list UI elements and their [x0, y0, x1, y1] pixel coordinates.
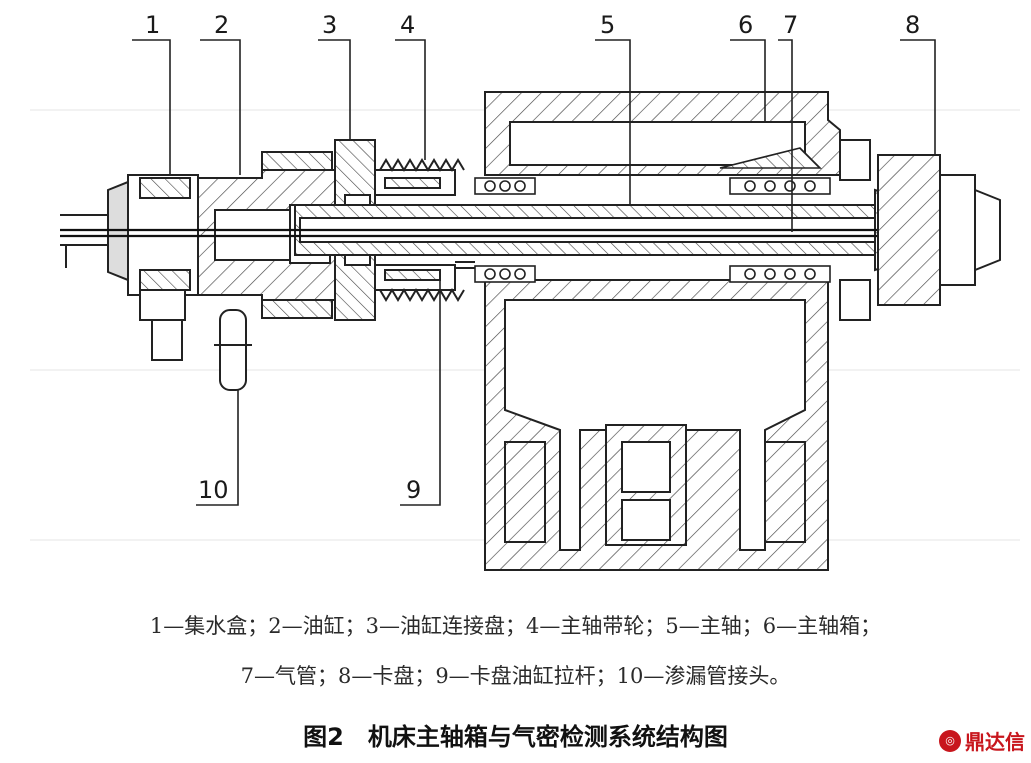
air-pipe — [60, 228, 980, 238]
water-collection-box — [60, 174, 199, 361]
callout-5: 5 — [600, 11, 615, 39]
legend-line-1: 1—集水盒；2—油缸；3—油缸连接盘；4—主轴带轮；5—主轴；6—主轴箱； — [149, 614, 882, 638]
callout-9: 9 — [406, 476, 421, 504]
callout-6: 6 — [738, 11, 753, 39]
figure-caption: 图2 机床主轴箱与气密检测系统结构图 — [303, 723, 728, 751]
watermark-text: 鼎达信 — [965, 730, 1025, 754]
bearings — [474, 147, 831, 283]
spindle-pulley — [374, 158, 465, 302]
chuck-pull-rod — [455, 261, 475, 269]
chuck — [839, 139, 1001, 321]
callout-1: 1 — [145, 11, 160, 39]
watermark-logo-icon: ◎ — [939, 729, 961, 752]
callout-2: 2 — [214, 11, 229, 39]
callout-3: 3 — [322, 11, 337, 39]
watermark: ◎ 鼎达信 — [939, 726, 1025, 755]
spindle-assembly-drawing: 1 2 3 4 5 6 7 8 9 10 — [30, 11, 1020, 571]
callout-8: 8 — [905, 11, 920, 39]
callout-10: 10 — [198, 476, 229, 504]
leakage-pipe-joint — [214, 309, 252, 391]
legend-line-2: 7—气管；8—卡盘；9—卡盘油缸拉杆；10—渗漏管接头。 — [240, 664, 791, 688]
callout-7: 7 — [783, 11, 798, 39]
leader-lines — [132, 39, 936, 506]
callout-4: 4 — [400, 11, 415, 39]
spindle-box — [484, 91, 841, 571]
